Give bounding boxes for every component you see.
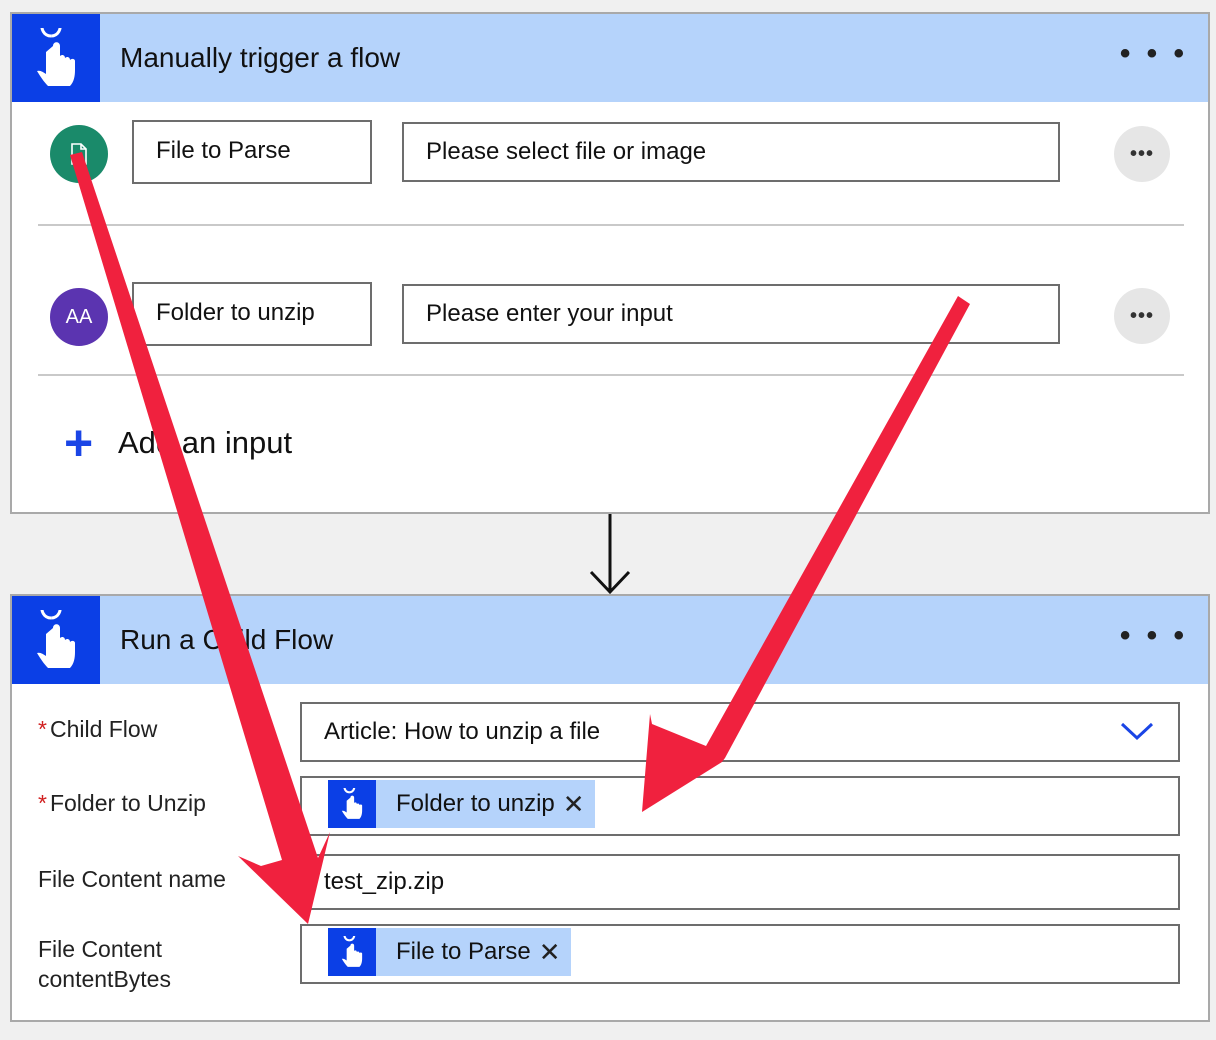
trigger-card: Manually trigger a flow • • • File to Pa… — [10, 12, 1210, 514]
file-content-name-field[interactable]: test_zip.zip — [300, 854, 1180, 910]
connector-arrow-icon — [589, 514, 631, 595]
folder-to-unzip-label-text: Folder to Unzip — [49, 790, 206, 816]
input-name-field[interactable]: Folder to unzip — [132, 282, 372, 346]
child-flow-card-header[interactable]: Run a Child Flow • • • — [12, 596, 1208, 684]
close-icon[interactable]: ✕ — [562, 789, 585, 819]
file-content-name-value: test_zip.zip — [324, 868, 445, 895]
touch-icon — [12, 596, 100, 684]
add-input-button[interactable]: + Add an input — [64, 418, 292, 468]
touch-icon — [328, 928, 376, 976]
close-icon[interactable]: ✕ — [538, 937, 561, 967]
touch-icon — [12, 14, 100, 102]
touch-icon — [328, 780, 376, 828]
divider — [38, 374, 1184, 376]
dynamic-content-token[interactable]: Folder to unzip ✕ — [328, 780, 595, 828]
token-label: File to Parse — [396, 938, 531, 965]
child-flow-dropdown[interactable]: Article: How to unzip a file — [300, 702, 1180, 762]
child-flow-label-text: Child Flow — [49, 716, 158, 742]
trigger-card-title: Manually trigger a flow — [120, 42, 401, 73]
input-value-field[interactable]: Please select file or image — [402, 122, 1060, 182]
folder-to-unzip-field[interactable]: Folder to unzip ✕ — [300, 776, 1180, 836]
child-flow-card-title: Run a Child Flow — [120, 624, 334, 655]
child-flow-selected-value: Article: How to unzip a file — [324, 718, 601, 745]
input-options-button[interactable]: ••• — [1114, 126, 1170, 182]
text-icon-glyph: AA — [65, 305, 93, 328]
token-label: Folder to unzip — [396, 790, 555, 817]
input-options-button[interactable]: ••• — [1114, 288, 1170, 344]
file-content-bytes-label: File Content contentBytes — [38, 934, 171, 994]
folder-to-unzip-label: *Folder to Unzip — [38, 788, 206, 818]
file-content-name-label: File Content name — [38, 866, 226, 892]
file-content-bytes-field[interactable]: File to Parse ✕ — [300, 924, 1180, 984]
dynamic-content-token[interactable]: File to Parse ✕ — [328, 928, 571, 976]
file-content-bytes-label-line1: File Content — [38, 936, 163, 962]
file-icon — [50, 125, 108, 183]
chevron-down-icon — [1120, 722, 1154, 741]
plus-icon: + — [64, 415, 94, 471]
required-marker: * — [38, 790, 47, 816]
trigger-card-more-icon[interactable]: • • • — [1119, 37, 1188, 70]
trigger-card-header[interactable]: Manually trigger a flow • • • — [12, 14, 1208, 102]
child-flow-card: Run a Child Flow • • • *Child Flow Artic… — [10, 594, 1210, 1022]
input-value-field[interactable]: Please enter your input — [402, 284, 1060, 344]
trigger-input-row: AA Folder to unzip Please enter your inp… — [12, 224, 1208, 374]
file-content-bytes-label-line2: contentBytes — [38, 966, 171, 992]
add-input-label: Add an input — [118, 425, 293, 460]
child-flow-card-more-icon[interactable]: • • • — [1119, 619, 1188, 652]
input-name-field[interactable]: File to Parse — [132, 120, 372, 184]
child-flow-label: *Child Flow — [38, 714, 157, 744]
text-icon: AA — [50, 288, 108, 346]
required-marker: * — [38, 716, 47, 742]
trigger-input-row: File to Parse Please select file or imag… — [12, 102, 1208, 224]
divider — [38, 224, 1184, 226]
